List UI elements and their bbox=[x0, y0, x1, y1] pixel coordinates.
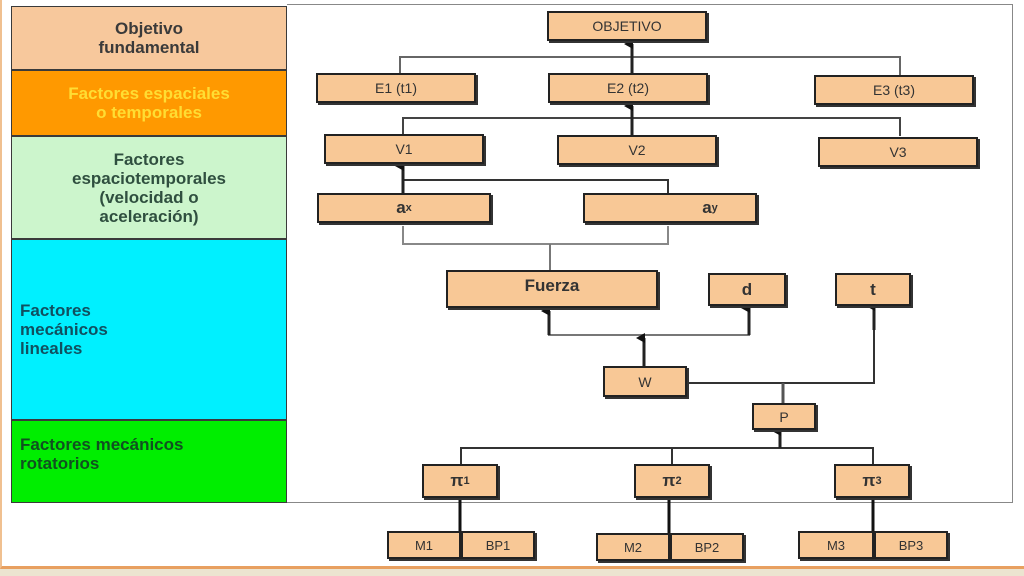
node-e3: E3 (t3) bbox=[814, 75, 974, 105]
node-label: E2 (t2) bbox=[606, 80, 649, 96]
node-label: V1 bbox=[395, 141, 413, 157]
band-line: aceleración) bbox=[99, 206, 199, 226]
band-objetivo-fundamental: Objetivo fundamental bbox=[11, 6, 287, 70]
node-fuerza: Fuerza bbox=[446, 270, 658, 308]
band-line: espaciotemporales bbox=[71, 168, 226, 188]
node-label: W bbox=[638, 373, 652, 390]
node-label: OBJETIVO bbox=[592, 18, 662, 34]
node-label: π bbox=[450, 471, 464, 490]
node-m3: M3 bbox=[798, 531, 874, 559]
node-label: a bbox=[396, 198, 406, 217]
connector-w-t bbox=[686, 306, 875, 384]
node-label: E1 (t1) bbox=[374, 80, 417, 96]
node-label: d bbox=[741, 279, 753, 299]
node-label: M3 bbox=[826, 537, 846, 553]
node-label: BP2 bbox=[694, 539, 720, 555]
node-label: V2 bbox=[628, 142, 646, 158]
node-v1: V1 bbox=[324, 134, 484, 164]
band-line: Factores espaciales bbox=[68, 84, 230, 103]
band-line: mecánicos bbox=[20, 320, 108, 339]
node-label: E3 (t3) bbox=[872, 82, 915, 98]
node-objetivo: OBJETIVO bbox=[547, 11, 707, 41]
node-label: a bbox=[702, 198, 712, 217]
node-m1: M1 bbox=[387, 531, 461, 559]
node-subscript: y bbox=[711, 202, 718, 214]
band-line: lineales bbox=[20, 339, 83, 358]
node-label: t bbox=[870, 279, 876, 299]
node-label: V3 bbox=[889, 144, 907, 160]
node-w: W bbox=[603, 366, 687, 397]
node-label: M2 bbox=[623, 539, 643, 555]
node-label: π bbox=[662, 471, 676, 490]
bottom-strip bbox=[0, 569, 1024, 576]
connector-v1-v3 bbox=[402, 117, 901, 136]
band-factores-espaciotemporales: Factores espaciotemporales (velocidad o … bbox=[11, 136, 287, 239]
node-label: BP3 bbox=[898, 537, 924, 553]
band-line: Factores mecánicos bbox=[20, 435, 184, 454]
node-e1: E1 (t1) bbox=[316, 73, 476, 103]
node-label: Fuerza bbox=[524, 276, 580, 295]
band-line: o temporales bbox=[96, 103, 202, 122]
node-bp1: BP1 bbox=[461, 531, 535, 559]
node-label: π bbox=[862, 471, 876, 490]
node-d: d bbox=[708, 273, 786, 306]
band-factores-mecanicos-rotatorios: Factores mecánicos rotatorios bbox=[11, 420, 287, 503]
node-label: P bbox=[779, 408, 789, 425]
node-label: M1 bbox=[414, 537, 434, 553]
connector-e1-e3 bbox=[399, 56, 901, 76]
band-factores-espaciales: Factores espaciales o temporales bbox=[11, 70, 287, 136]
node-v3: V3 bbox=[818, 137, 978, 167]
connector-fuerza-a bbox=[402, 226, 669, 245]
node-subscript: 2 bbox=[675, 475, 682, 487]
band-line: Factores bbox=[20, 301, 91, 320]
node-p: P bbox=[752, 403, 816, 430]
node-e2: E2 (t2) bbox=[548, 73, 708, 103]
node-bp3: BP3 bbox=[874, 531, 948, 559]
node-label: BP1 bbox=[485, 537, 511, 553]
node-subscript: 1 bbox=[463, 475, 470, 487]
node-m2: M2 bbox=[596, 533, 670, 561]
connector-pi-bar bbox=[460, 447, 874, 464]
band-factores-mecanicos-lineales: Factores mecánicos lineales bbox=[11, 239, 287, 420]
band-line: rotatorios bbox=[20, 454, 100, 473]
connector-ay bbox=[403, 179, 669, 196]
node-subscript: x bbox=[405, 202, 412, 214]
band-line: Factores bbox=[113, 149, 185, 169]
band-line: Objetivo bbox=[114, 19, 183, 38]
band-line: fundamental bbox=[98, 38, 200, 57]
node-subscript: 3 bbox=[875, 475, 882, 487]
node-v2: V2 bbox=[557, 135, 717, 165]
connector-w-fd bbox=[548, 334, 750, 336]
node-bp2: BP2 bbox=[670, 533, 744, 561]
band-line: (velocidad o bbox=[99, 187, 199, 207]
node-t: t bbox=[835, 273, 911, 306]
